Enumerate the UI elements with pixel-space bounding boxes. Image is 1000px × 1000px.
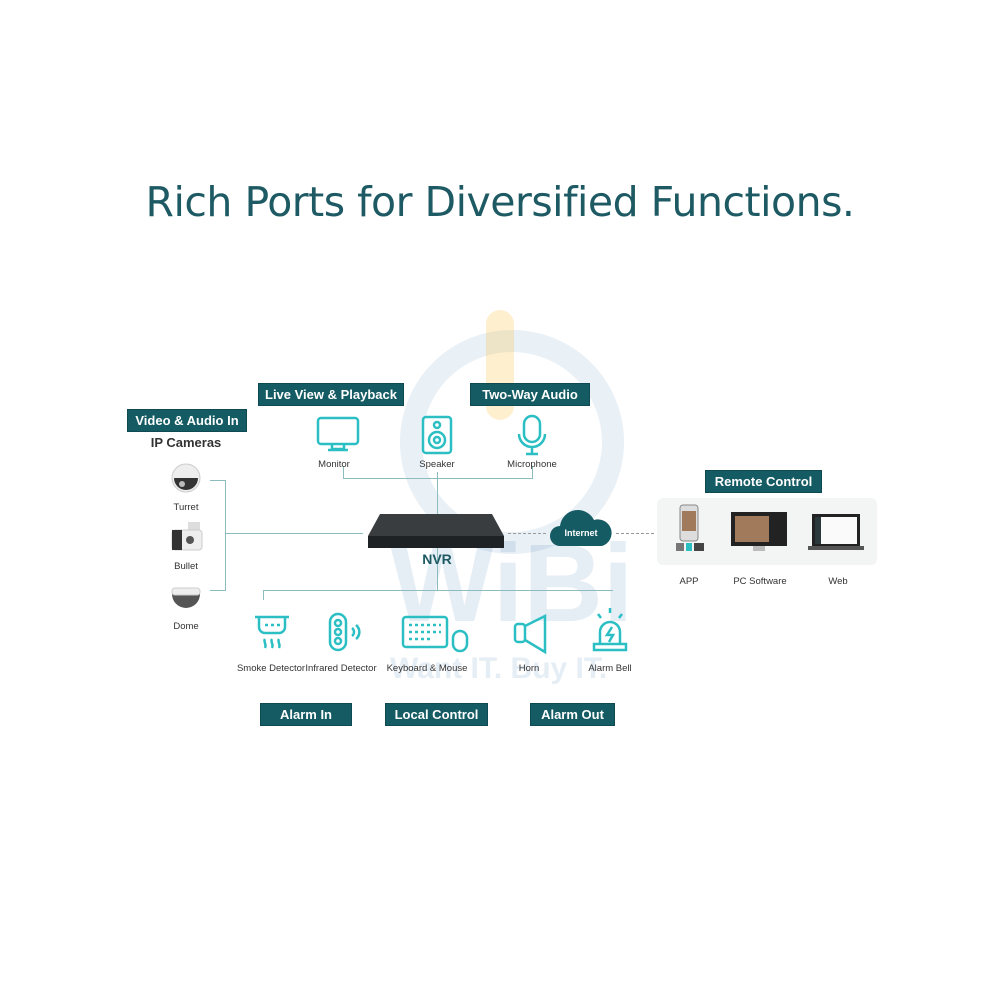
tag-alarm-in: Alarm In bbox=[260, 703, 352, 726]
tag-local-control: Local Control bbox=[385, 703, 488, 726]
web-laptop-icon bbox=[808, 514, 864, 550]
pc-software-icon bbox=[731, 512, 787, 551]
bullet-camera-icon bbox=[171, 522, 203, 551]
nvr-label: NVR bbox=[422, 551, 452, 567]
horn-icon bbox=[513, 613, 547, 655]
dome-camera-icon bbox=[171, 587, 201, 608]
camera-label: Dome bbox=[173, 621, 199, 632]
turret-camera-icon bbox=[171, 463, 201, 493]
nvr-device-icon bbox=[368, 514, 504, 548]
speaker-icon bbox=[421, 415, 453, 455]
smoke-detector-label: Smoke Detector bbox=[236, 663, 306, 674]
monitor-icon bbox=[316, 416, 360, 452]
camera-label: Bullet bbox=[174, 561, 198, 572]
infrared-detector-icon bbox=[328, 612, 361, 652]
tag-two-way-audio: Two-Way Audio bbox=[470, 383, 590, 406]
keyboard-mouse-icon bbox=[401, 615, 469, 653]
tag-video-audio-in: Video & Audio In bbox=[127, 409, 247, 432]
tag-remote-control: Remote Control bbox=[705, 470, 822, 493]
page-title: Rich Ports for Diversified Functions. bbox=[145, 178, 855, 226]
cloud-icon bbox=[550, 510, 612, 546]
monitor-label: Monitor bbox=[318, 459, 350, 470]
internet-label: Internet bbox=[564, 528, 598, 538]
speaker-label: Speaker bbox=[419, 459, 455, 470]
remote-label: PC Software bbox=[733, 576, 787, 587]
camera-label: Turret bbox=[173, 502, 199, 513]
tag-live-view: Live View & Playback bbox=[258, 383, 404, 406]
app-phone-icon bbox=[676, 504, 704, 551]
microphone-icon bbox=[517, 414, 547, 456]
keyboard-mouse-label: Keyboard & Mouse bbox=[386, 663, 468, 674]
alarm-bell-icon bbox=[592, 608, 628, 652]
tag-alarm-out: Alarm Out bbox=[530, 703, 615, 726]
horn-label: Horn bbox=[518, 663, 540, 674]
microphone-label: Microphone bbox=[507, 459, 557, 470]
alarm-bell-label: Alarm Bell bbox=[588, 663, 632, 674]
infrared-detector-label: Infrared Detector bbox=[305, 663, 377, 674]
remote-label: APP bbox=[679, 576, 699, 587]
remote-label: Web bbox=[828, 576, 848, 587]
smoke-detector-icon bbox=[255, 615, 289, 649]
ip-cameras-heading: IP Cameras bbox=[150, 435, 222, 450]
